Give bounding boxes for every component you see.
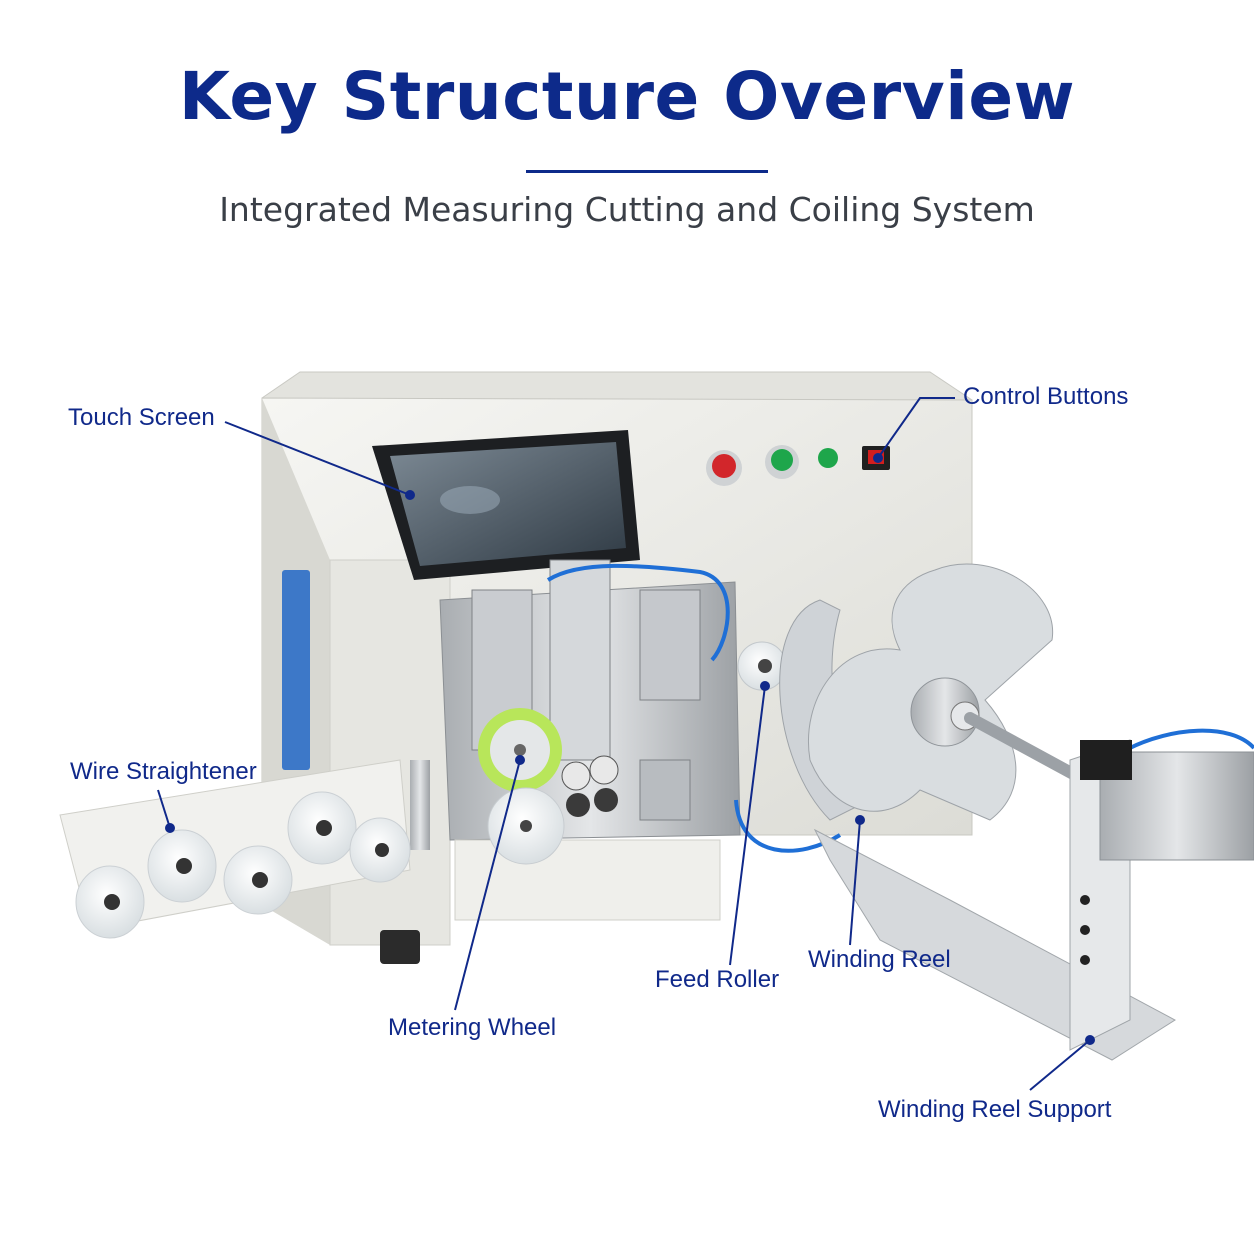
page-subtitle: Integrated Measuring Cutting and Coiling… <box>219 190 1035 229</box>
title-divider <box>526 170 768 173</box>
feed-roller-label: Feed Roller <box>655 966 780 993</box>
winding-reel-support-label: Winding Reel Support <box>878 1096 1112 1123</box>
control-buttons <box>706 445 890 486</box>
control-buttons-label: Control Buttons <box>963 383 1129 410</box>
wire-straightener <box>59 759 430 939</box>
metering-wheel-label: Metering Wheel <box>388 1014 557 1041</box>
metering-wheel <box>478 708 565 865</box>
winding-reel-label: Winding Reel <box>808 946 951 973</box>
callout-leader-lines <box>157 397 1095 1091</box>
winding-reel <box>779 563 1081 821</box>
winding-reel-support <box>813 739 1254 1061</box>
page-title: Key Structure Overview <box>178 58 1076 135</box>
wire-straightener-label: Wire Straightener <box>70 758 257 785</box>
touch-screen <box>372 430 640 580</box>
touch-screen-label: Touch Screen <box>68 404 215 431</box>
